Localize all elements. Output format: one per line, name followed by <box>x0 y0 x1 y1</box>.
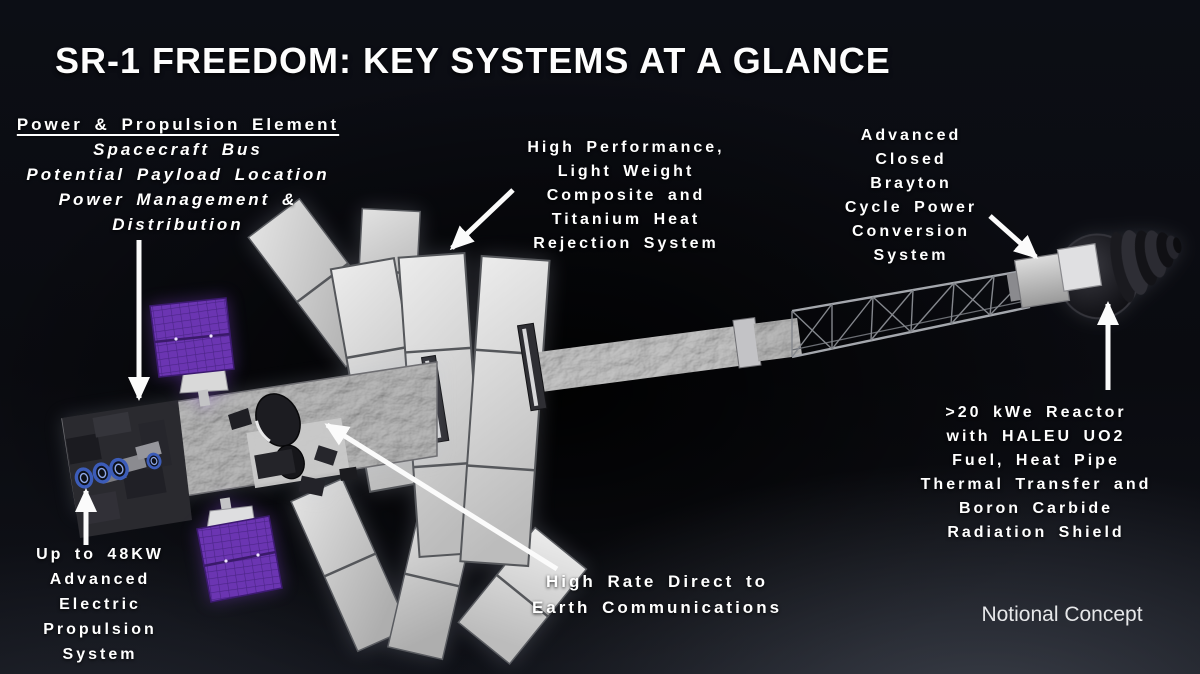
radiator-strip-lower-left <box>290 477 410 653</box>
ep-line: Advanced <box>49 571 151 588</box>
brayton-line: Brayton <box>870 175 952 192</box>
truss-boom <box>537 230 1182 392</box>
slide-title: SR-1 FREEDOM: KEY SYSTEMS AT A GLANCE <box>55 40 891 81</box>
callout-electric-propulsion: Up to 48KW Advanced Electric Propulsion … <box>36 542 164 667</box>
heat-line: Light Weight <box>557 163 695 180</box>
reactor-line: Radiation Shield <box>947 524 1125 541</box>
comms-line: Earth Communications <box>531 598 783 617</box>
brayton-line: Cycle Power <box>844 199 978 216</box>
ppe-line: Potential Payload Location <box>26 165 330 184</box>
reactor-line: with HALEU UO2 <box>946 428 1126 445</box>
callout-heat-rejection: High Performance, Light Weight Composite… <box>527 136 724 256</box>
callout-reactor: >20 kWe Reactor with HALEU UO2 Fuel, Hea… <box>921 401 1152 545</box>
brayton-line: Conversion <box>851 223 970 240</box>
arrow-heat-rejection <box>449 188 515 251</box>
deck-equipment <box>228 408 358 497</box>
callout-power-propulsion-element: Power & Propulsion Element Spacecraft Bu… <box>17 112 339 237</box>
reactor-line: Boron Carbide <box>958 500 1114 517</box>
ppe-line: Spacecraft Bus <box>93 140 263 159</box>
ppe-line: Power Management & <box>58 190 298 209</box>
solar-array-lower <box>196 497 283 603</box>
ion-thrusters <box>74 452 162 489</box>
heat-line: Titanium Heat <box>551 211 701 228</box>
arrow-communications <box>324 422 559 572</box>
brayton-line: Advanced <box>860 127 962 144</box>
callout-arrows <box>75 188 1119 572</box>
heat-line: Composite and <box>546 187 706 204</box>
ep-line: Electric <box>59 596 141 613</box>
arrow-brayton <box>988 214 1039 259</box>
callout-communications: High Rate Direct to Earth Communications <box>532 569 782 621</box>
reactor-line: >20 kWe Reactor <box>945 404 1127 421</box>
radiator-strip-lower-right <box>457 526 588 666</box>
heat-line: Rejection System <box>533 235 719 252</box>
ppe-line: Distribution <box>112 215 244 234</box>
reactor-line: Fuel, Heat Pipe <box>952 452 1120 469</box>
lattice-truss <box>791 267 1035 359</box>
ep-line: Up to 48KW <box>36 546 164 563</box>
heat-line: High Performance, <box>527 139 725 156</box>
brayton-line: Closed <box>875 151 947 168</box>
brayton-converter <box>1006 243 1103 309</box>
ep-line: Propulsion <box>43 621 157 638</box>
thruster-cluster <box>62 400 192 538</box>
solar-array-upper <box>149 297 235 407</box>
ep-line: System <box>62 646 138 663</box>
comm-dish <box>254 393 305 480</box>
brayton-line: System <box>873 247 949 264</box>
notional-concept-label: Notional Concept <box>981 603 1143 626</box>
callout-brayton-power-conversion: Advanced Closed Brayton Cycle Power Conv… <box>845 124 977 268</box>
comms-line: High Rate Direct to <box>545 572 769 591</box>
reactor-line: Thermal Transfer and <box>920 476 1152 493</box>
ppe-heading: Power & Propulsion Element <box>16 115 340 134</box>
